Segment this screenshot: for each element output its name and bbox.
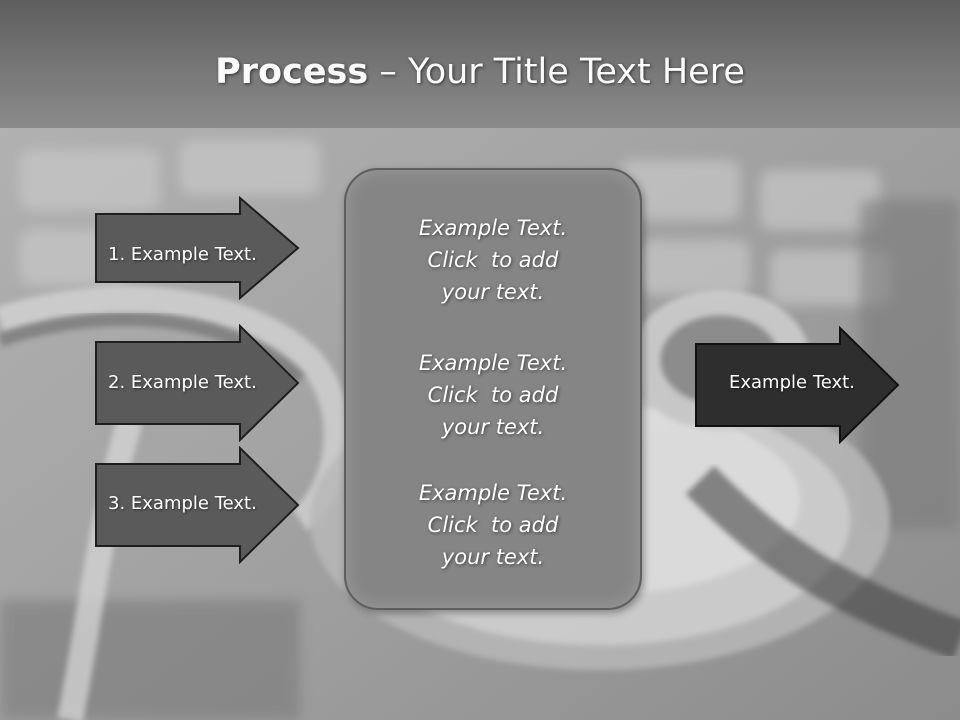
center-block-2-line-2: Click to add xyxy=(427,383,559,407)
center-block-1-line-1: Example Text. xyxy=(418,216,568,240)
center-block-1: Example Text. Click to add your text. xyxy=(346,212,640,308)
center-text-box: Example Text. Click to add your text. Ex… xyxy=(344,168,642,610)
right-arrow-label: Example Text. xyxy=(729,372,855,393)
title-band xyxy=(0,0,960,128)
left-arrow-3-label: 3. Example Text. xyxy=(108,493,257,514)
center-block-2-line-1: Example Text. xyxy=(418,351,568,375)
center-block-3-line-3: your text. xyxy=(441,545,545,569)
center-block-2-line-3: your text. xyxy=(441,415,545,439)
left-arrow-3 xyxy=(95,446,300,564)
left-arrow-1 xyxy=(95,196,300,300)
center-block-3-line-2: Click to add xyxy=(427,513,559,537)
center-block-1-line-3: your text. xyxy=(441,280,545,304)
title-bold: Process xyxy=(215,52,369,92)
slide-title: Process – Your Title Text Here xyxy=(0,52,960,92)
left-arrow-2 xyxy=(95,324,300,442)
center-block-3-line-1: Example Text. xyxy=(418,481,568,505)
center-block-1-line-2: Click to add xyxy=(427,248,559,272)
title-rest: – Your Title Text Here xyxy=(368,52,745,92)
left-arrow-1-label: 1. Example Text. xyxy=(108,244,257,265)
center-block-2: Example Text. Click to add your text. xyxy=(346,347,640,443)
right-arrow xyxy=(695,326,900,444)
center-block-3: Example Text. Click to add your text. xyxy=(346,477,640,573)
left-arrow-2-label: 2. Example Text. xyxy=(108,372,257,393)
